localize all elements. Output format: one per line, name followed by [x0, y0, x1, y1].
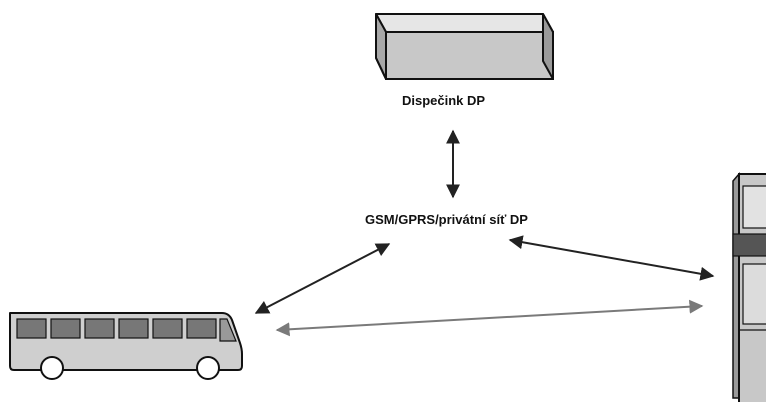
arrow-network-bus [254, 243, 391, 314]
network-label: GSM/GPRS/privátní síť DP [365, 212, 528, 227]
arrow-network-kiosk [508, 235, 715, 281]
bus-icon [9, 312, 243, 380]
arrow-bus-kiosk [275, 299, 704, 337]
server-box-icon [375, 13, 554, 80]
info-kiosk-icon [732, 171, 766, 402]
dispatch-label: Dispečink DP [402, 93, 486, 108]
